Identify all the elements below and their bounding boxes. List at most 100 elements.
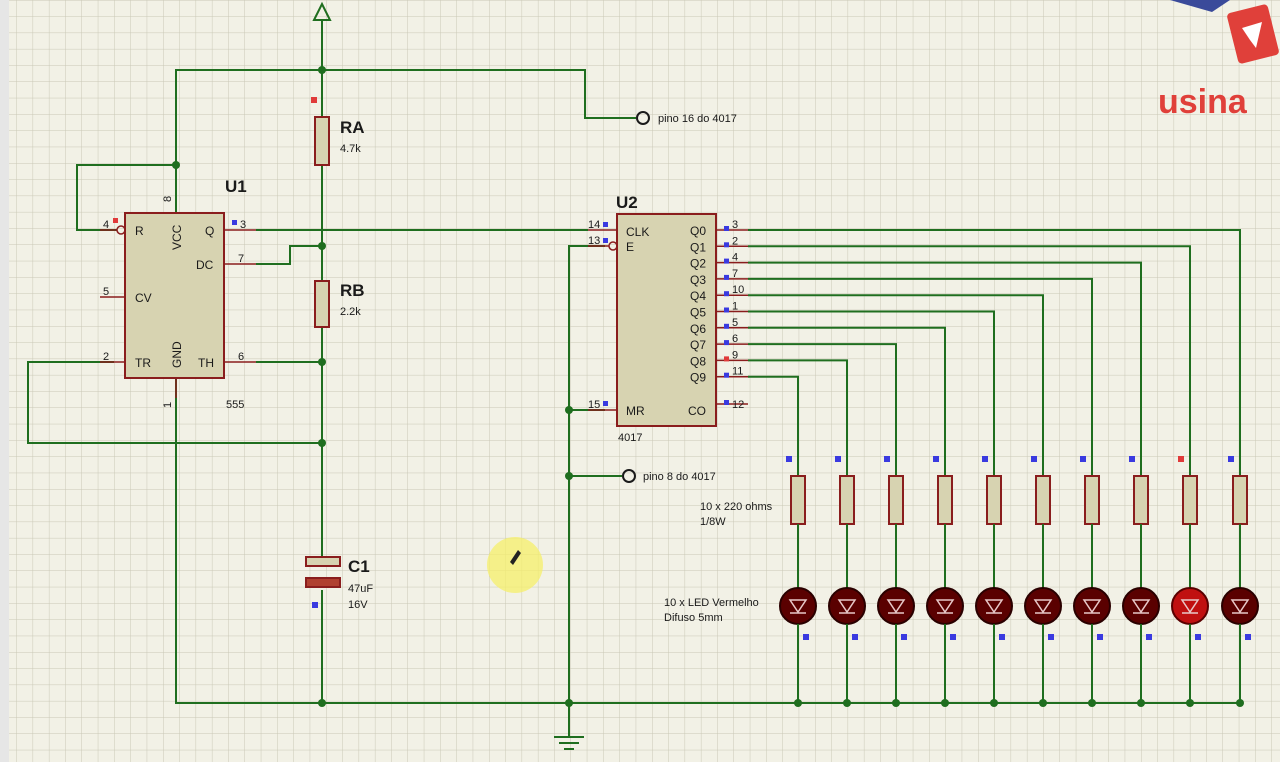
- u2-pin-marker: [724, 258, 729, 264]
- ground-symbol[interactable]: [554, 736, 584, 750]
- resistor-7[interactable]: [937, 475, 953, 525]
- u2-pin-marker: [724, 323, 729, 329]
- resistor-9[interactable]: [839, 475, 855, 525]
- resistor-10[interactable]: [790, 475, 806, 525]
- resistor-5[interactable]: [1035, 475, 1051, 525]
- resistor-marker: [1178, 456, 1184, 462]
- u2-pin-marker: [724, 274, 729, 280]
- output-wire: [748, 359, 848, 476]
- led-marker: [1245, 634, 1251, 640]
- resistor-8[interactable]: [888, 475, 904, 525]
- resistor-rb[interactable]: RB 2.2k: [314, 280, 365, 328]
- u1-pin-gnd: GND: [170, 341, 184, 368]
- u2-pin-marker: [724, 291, 729, 297]
- u1-pin-cv: CV: [135, 291, 152, 305]
- led-6[interactable]: [975, 587, 1013, 625]
- junction: [1137, 699, 1145, 707]
- ra-ref: RA: [340, 118, 365, 137]
- u2-pin-marker: [724, 372, 729, 378]
- u2-pinnum-6: 6: [732, 333, 738, 345]
- diode-icon: [886, 599, 906, 614]
- u2-pinnum-5: 5: [732, 317, 738, 329]
- resistor-array-label-1: 10 x 220 ohms: [700, 501, 773, 513]
- output-wire: [748, 277, 1093, 476]
- output-wire: [748, 229, 1241, 476]
- left-window-edge: [0, 0, 9, 762]
- u2-pinnum-13: 13: [588, 235, 600, 247]
- output-wire: [748, 326, 946, 476]
- rb-value: 2.2k: [340, 306, 361, 318]
- u1-timer-555[interactable]: R CV TR Q DC TH VCC GND 4 8 3 7 5 2 6 1 …: [100, 177, 256, 411]
- resistor-marker: [1129, 456, 1135, 462]
- c1-voltage: 16V: [348, 599, 368, 611]
- junction: [990, 699, 998, 707]
- led-marker: [1048, 634, 1054, 640]
- usina-logo: usina: [1158, 0, 1279, 121]
- u2-pin-marker: [724, 242, 729, 248]
- terminal-pin8[interactable]: pino 8 do 4017: [622, 469, 716, 483]
- resistor-1[interactable]: [1232, 475, 1248, 525]
- output-wire: [748, 343, 897, 476]
- led-9[interactable]: [828, 587, 866, 625]
- u2-pin-q3: Q3: [690, 273, 706, 287]
- terminal-pin8-label: pino 8 do 4017: [643, 471, 716, 483]
- u2-pinnum-7: 7: [732, 268, 738, 280]
- u2-pinnum-12: 12: [732, 399, 744, 411]
- led-array-label-2: Difuso 5mm: [664, 612, 723, 624]
- resistor-ra[interactable]: RA 4.7k: [311, 97, 365, 166]
- u2-pinnum-10: 10: [732, 284, 744, 296]
- u1-pin-tr: TR: [135, 356, 151, 370]
- diode-icon: [1230, 599, 1250, 614]
- logo-text: usina: [1158, 83, 1248, 121]
- u1-pinnum-7: 7: [238, 253, 244, 265]
- output-wire: [748, 245, 1191, 476]
- u2-pinnum-2: 2: [732, 235, 738, 247]
- resistor-6[interactable]: [986, 475, 1002, 525]
- pencil-icon: [510, 550, 521, 565]
- output-wire: [748, 294, 1044, 476]
- u2-pin-mr: MR: [626, 404, 645, 418]
- resistor-marker: [982, 456, 988, 462]
- u2-pinnum-9: 9: [732, 349, 738, 361]
- u2-pinnum-1: 1: [732, 301, 738, 313]
- c1-value: 47uF: [348, 583, 373, 595]
- u2-pin-q9: Q9: [690, 371, 706, 385]
- led-2[interactable]: [1171, 587, 1209, 625]
- led-marker: [803, 634, 809, 640]
- u2-pinnum-4: 4: [732, 252, 738, 264]
- diode-icon: [984, 599, 1004, 614]
- led-4[interactable]: [1073, 587, 1111, 625]
- resistor-4[interactable]: [1084, 475, 1100, 525]
- resistor-marker: [884, 456, 890, 462]
- u1-pinnum-5: 5: [103, 286, 109, 298]
- resistor-marker: [1031, 456, 1037, 462]
- resistor-2[interactable]: [1182, 475, 1198, 525]
- capacitor-c1[interactable]: C1 47uF 16V: [305, 556, 373, 611]
- u2-pinnum-3: 3: [732, 219, 738, 231]
- diode-icon: [935, 599, 955, 614]
- resistor-marker: [933, 456, 939, 462]
- u2-pin-q1: Q1: [690, 240, 706, 254]
- u2-pin-q0: Q0: [690, 224, 706, 238]
- terminal-pin16[interactable]: pino 16 do 4017: [636, 111, 737, 125]
- led-10[interactable]: [779, 587, 817, 625]
- u1-pin-dc: DC: [196, 258, 214, 272]
- u1-pinnum-1: 1: [162, 402, 174, 408]
- u2-pin-marker: [724, 226, 729, 231]
- junction: [941, 699, 949, 707]
- junction: [1039, 699, 1047, 707]
- led-1[interactable]: [1221, 587, 1259, 625]
- u1-pinnum-2: 2: [103, 351, 109, 363]
- diode-icon: [1131, 599, 1151, 614]
- led-3[interactable]: [1122, 587, 1160, 625]
- led-5[interactable]: [1024, 587, 1062, 625]
- led-7[interactable]: [926, 587, 964, 625]
- u1-pinnum-6: 6: [238, 351, 244, 363]
- led-8[interactable]: [877, 587, 915, 625]
- resistor-3[interactable]: [1133, 475, 1149, 525]
- u2-pinnum-15: 15: [588, 399, 600, 411]
- output-wire: [748, 261, 1142, 476]
